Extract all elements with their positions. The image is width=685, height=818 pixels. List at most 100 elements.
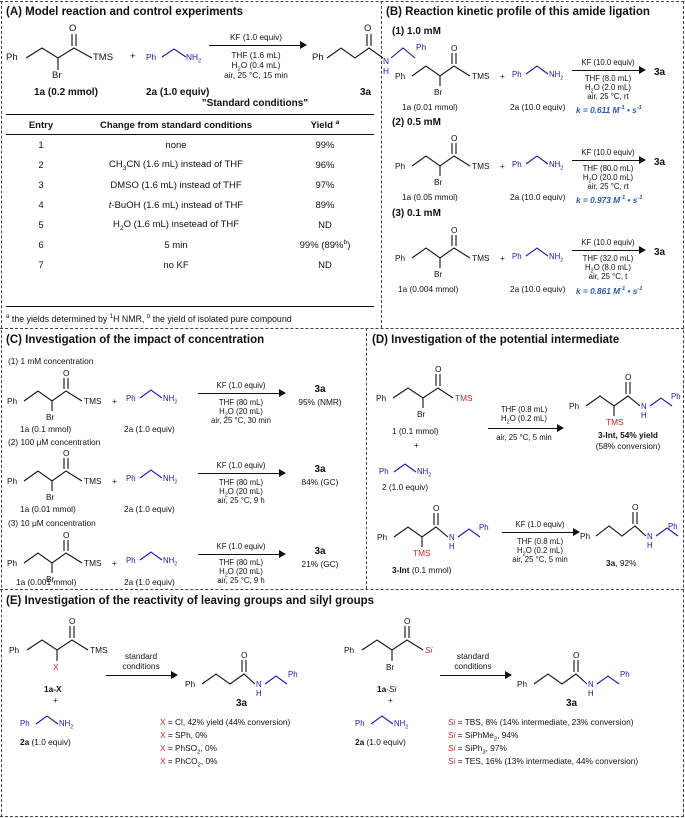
condition-thf: THF (1.6 mL): [231, 50, 281, 60]
reaction-arrow: [502, 528, 580, 537]
ph-label: Ph: [479, 523, 489, 532]
frame-top: [0, 1, 684, 2]
condition-air: air, 25 °C, rt: [587, 92, 629, 101]
ph-label: Ph: [671, 392, 681, 401]
ph-label: Ph: [355, 719, 365, 728]
amine-2a-label: 2a (1.0 equiv): [146, 87, 210, 98]
table-footnote: a the yields determined by 1H NMR, b the…: [6, 313, 292, 324]
tms-label: TMS: [84, 476, 102, 486]
plus-sign: +: [414, 440, 419, 450]
condition-water: H2O (0.4 mL): [231, 60, 281, 73]
condition-water: H2O (20 mL): [219, 567, 263, 579]
condition-air: air, 25 °C, t: [588, 272, 628, 281]
ph-label: Ph: [20, 719, 30, 728]
ph-label: Ph: [569, 401, 580, 411]
substrate-1-structure: [392, 374, 454, 473]
ph-label: Ph: [312, 52, 324, 63]
tms-label: TMS: [472, 161, 490, 171]
ph-label: Ph: [288, 670, 298, 679]
substrate-1-label: 1 (0.1 mmol): [392, 426, 439, 436]
ph-label: Ph: [512, 252, 522, 261]
amine-2a-label: 2a (10.0 equiv): [510, 102, 566, 112]
ph-label: Ph: [395, 253, 406, 263]
plus-sign: +: [53, 695, 58, 705]
nh2-label: NH2: [59, 719, 74, 731]
tms-label: TMS: [93, 52, 114, 63]
conditions-table: Entry Change from standard conditions Yi…: [6, 116, 374, 275]
ph-label: Ph: [580, 531, 591, 541]
oxygen-label: O: [63, 368, 70, 378]
product-yield-label: 3a, 92%: [606, 558, 637, 568]
oxygen-label: O: [632, 502, 639, 512]
product-3a-structure: [201, 660, 288, 685]
run-b3-label: (3) 0.1 mM: [392, 208, 441, 219]
condition-water: H2O (20 mL): [219, 407, 263, 419]
product-3a-label: 3a: [314, 464, 326, 475]
amine-2a-label: 2a (1.0 equiv): [124, 504, 175, 514]
frame-mid2: [0, 589, 684, 590]
run-b1-label: (1) 1.0 mM: [392, 26, 441, 37]
tms-label: TMS: [472, 253, 490, 263]
condition-water: H2O (8.0 mL): [585, 263, 631, 275]
oxygen-label: O: [451, 133, 458, 143]
substrate-1a-structure: [25, 34, 93, 70]
substrate-1a-structure: [23, 378, 163, 411]
condition-water: H2O (0.2 mL): [501, 414, 547, 426]
tms-label: TMS: [90, 645, 108, 655]
reaction-arrow: [198, 550, 286, 559]
amine-2a-label: 2a (1.0 equiv): [355, 737, 406, 747]
plus-sign: +: [130, 51, 136, 62]
substrate-1a-label: 1a (0.05 mmol): [402, 192, 458, 202]
condition-kf: KF (10.0 equiv): [581, 238, 635, 247]
intermediate-yield-label: 3-Int, 54% yield: [598, 430, 658, 440]
plus-sign: +: [112, 476, 117, 486]
nh2-label: NH2: [163, 474, 178, 486]
ph-label: Ph: [7, 558, 18, 568]
oxygen-label: O: [435, 364, 442, 374]
amine-2a-label: 2a (10.0 equiv): [510, 284, 566, 294]
ph-label: Ph: [126, 556, 136, 565]
condition-thf: THF (80 mL): [218, 478, 264, 487]
ph-label: Ph: [512, 160, 522, 169]
condition-kf: KF (1.0 equiv): [216, 542, 266, 551]
bromine-label: Br: [46, 492, 55, 502]
oxygen-label: O: [404, 616, 411, 626]
panel-a-title: (A) Model reaction and control experimen…: [6, 6, 244, 18]
ph-label: Ph: [512, 70, 522, 79]
frame-divider-ab: [381, 1, 382, 328]
plus-sign: +: [500, 71, 505, 81]
leaving-group-result: X = PhCO2, 0%: [160, 756, 218, 769]
ph-label: Ph: [668, 522, 678, 531]
substrate-1a-structure: [411, 53, 549, 86]
standard-conditions-line2: conditions: [454, 661, 492, 671]
substrate-1a-label: 1a (0.004 mmol): [398, 284, 459, 294]
bromine-label: Br: [386, 662, 395, 672]
substrate-1a-label: 1a (0.2 mmol): [34, 87, 98, 98]
condition-water: H2O (20.0 mL): [582, 173, 634, 185]
product-3a-label: 3a: [654, 67, 666, 78]
header-yield: Yield a: [276, 116, 374, 136]
condition-air: air, 25 °C, 9 h: [217, 496, 265, 505]
silyl-group-result: Si = TES, 16% (13% intermediate, 44% con…: [448, 756, 639, 766]
oxygen-label: O: [451, 43, 458, 53]
condition-air: air, 25 °C, 9 h: [217, 576, 265, 585]
silyl-group-result: Si = SiPhMe2, 94%: [448, 730, 519, 743]
bromine-label: Br: [434, 87, 443, 97]
reaction-arrow: [198, 469, 286, 478]
intermediate-conversion: (58% conversion): [595, 441, 661, 451]
nh2-label: NH2: [186, 52, 202, 65]
product-3a-label: 3a: [314, 384, 326, 395]
ph-label: Ph: [126, 394, 136, 403]
silyl-group-result: Si = SiPh3, 97%: [448, 743, 507, 756]
standard-conditions-label: "Standard conditions": [201, 98, 309, 109]
frame-left: [1, 1, 2, 817]
amine-2a-label: 2a (1.0 equiv): [124, 577, 175, 587]
oxygen-label: O: [69, 616, 76, 626]
ph-label: Ph: [185, 679, 196, 689]
